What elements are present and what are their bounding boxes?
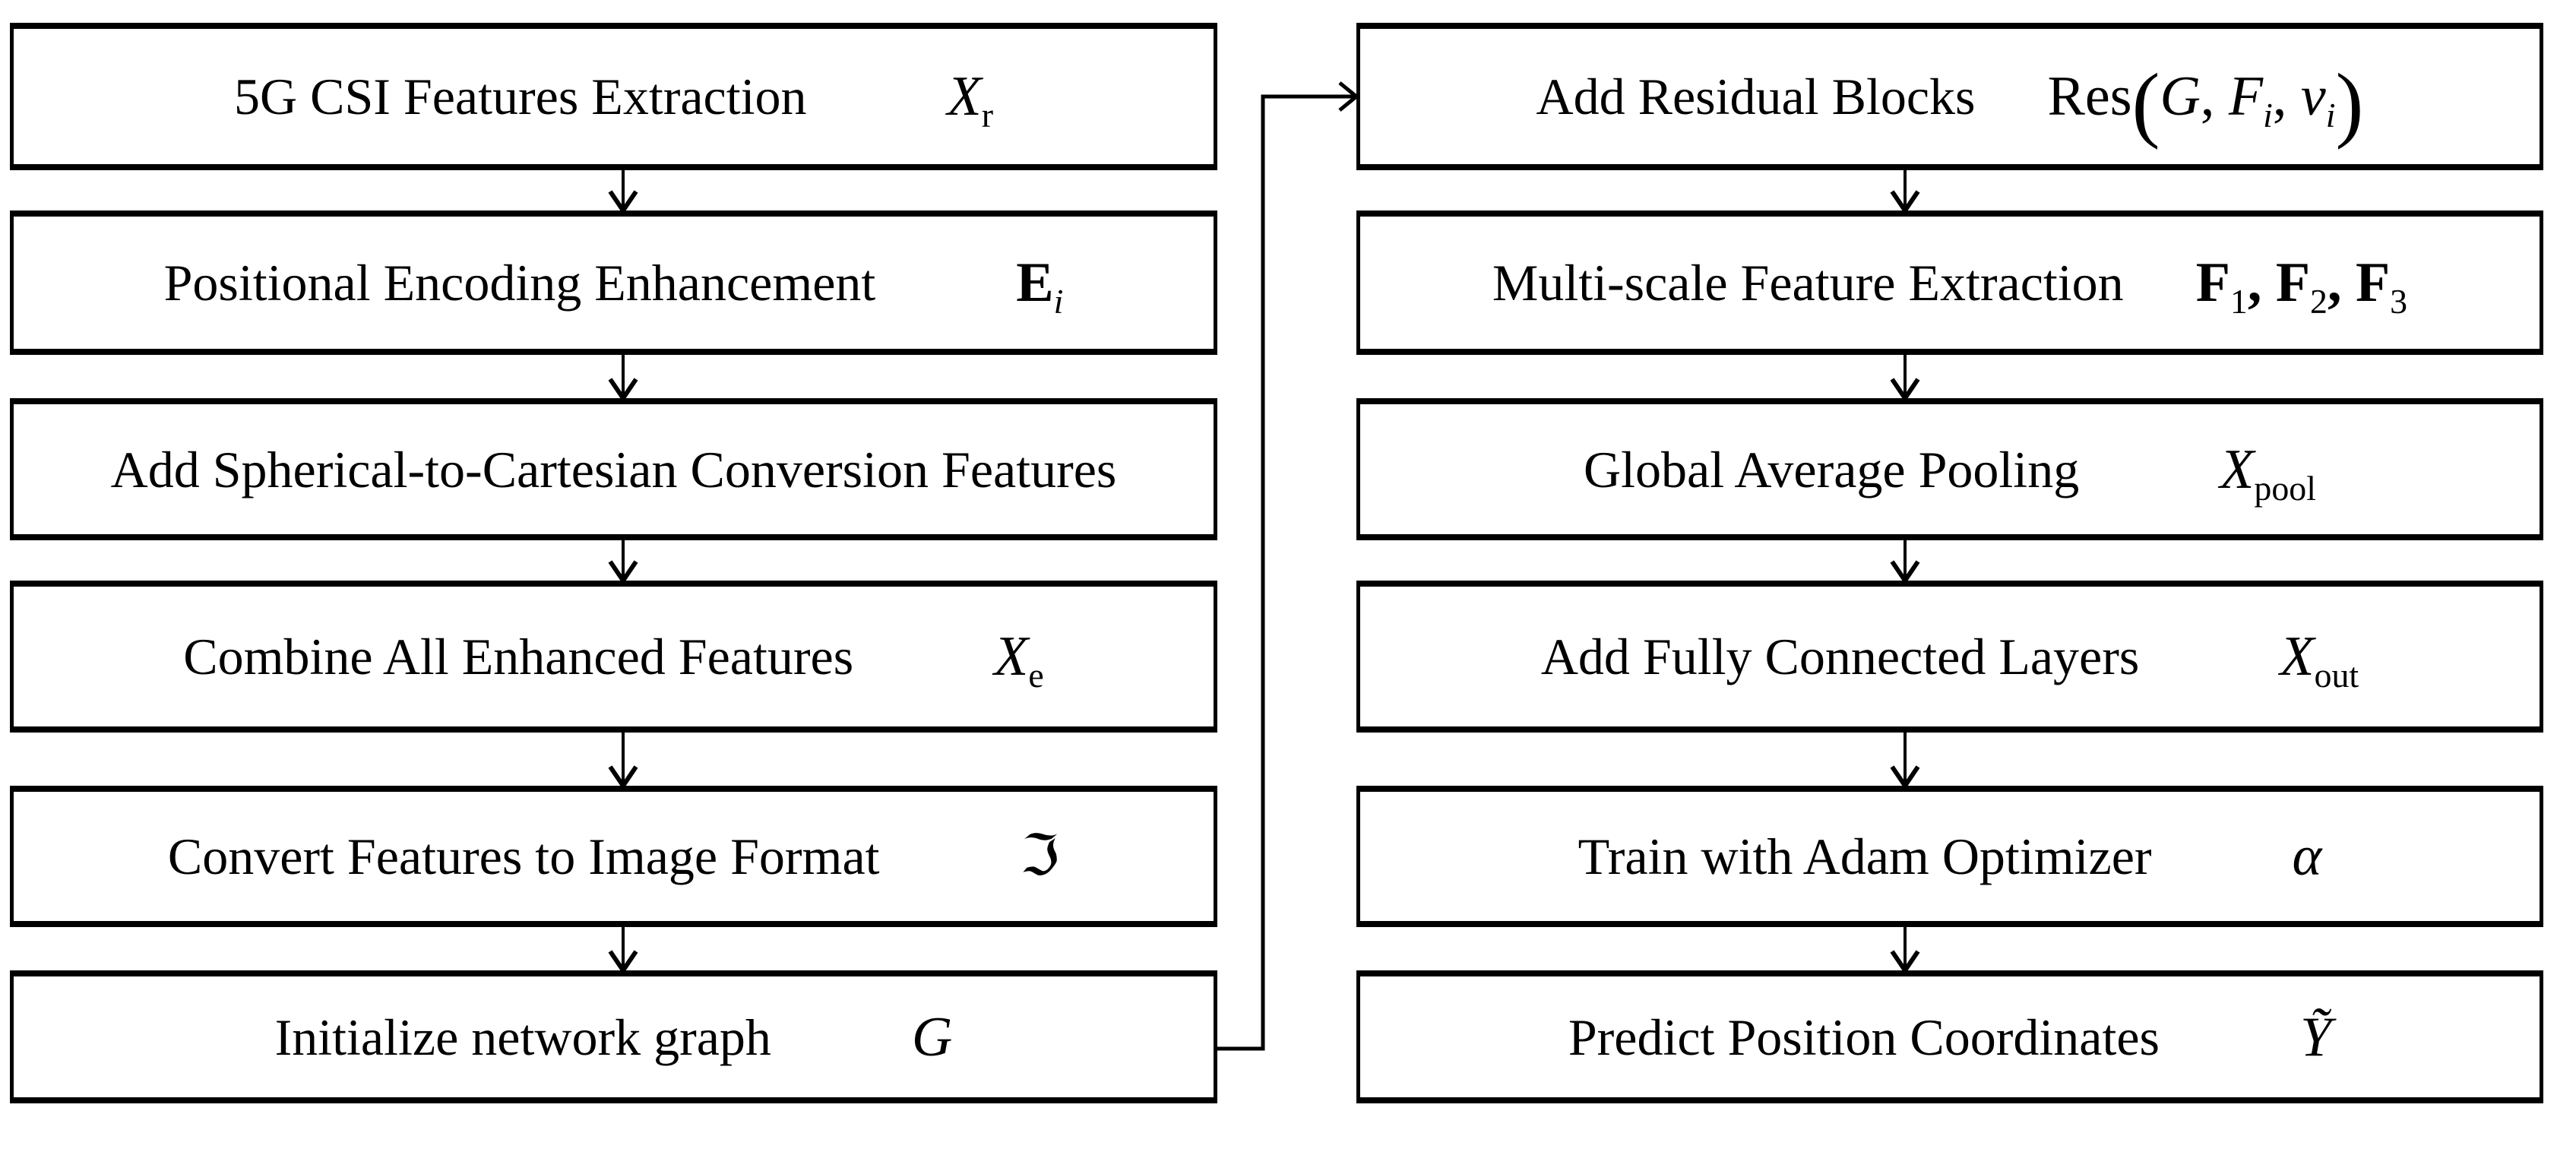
box-symbol: Xout (2280, 625, 2359, 695)
box-symbol: Res(G, Fi, vi) (2047, 57, 2364, 150)
box-symbol: Xpool (2220, 438, 2316, 508)
box-init-network-graph: Initialize network graph G (10, 970, 1217, 1103)
feedback-connector-line (1217, 94, 1356, 1051)
box-symbol: G (911, 1005, 953, 1068)
box-label: Predict Position Coordinates (1568, 1008, 2160, 1066)
box-adam-training: Train with Adam Optimizer α (1356, 786, 2543, 927)
box-symbol: Xe (994, 625, 1044, 695)
box-symbol: Xr (947, 65, 993, 135)
box-symbol: ℑ (1020, 825, 1060, 888)
box-label: Convert Features to Image Format (167, 828, 880, 885)
box-positional-encoding: Positional Encoding Enhancement Ei (10, 210, 1217, 355)
box-label: Combine All Enhanced Features (183, 628, 854, 685)
box-label: Train with Adam Optimizer (1578, 828, 2152, 885)
box-symbol: F1, F2, F3 (2195, 252, 2408, 321)
box-label: Positional Encoding Enhancement (163, 254, 876, 312)
box-combine-features: Combine All Enhanced Features Xe (10, 581, 1217, 733)
box-csi-extraction: 5G CSI Features Extraction Xr (10, 23, 1217, 170)
box-image-format: Convert Features to Image Format ℑ (10, 786, 1217, 927)
box-fully-connected-layers: Add Fully Connected Layers Xout (1356, 581, 2543, 733)
box-label: Multi-scale Feature Extraction (1492, 254, 2124, 312)
box-label: 5G CSI Features Extraction (234, 68, 807, 125)
box-label: Add Fully Connected Layers (1540, 628, 2140, 685)
box-label: Add Residual Blocks (1536, 68, 1976, 125)
box-label: Global Average Pooling (1584, 440, 2080, 498)
box-predict-coordinates: Predict Position Coordinates Ỹ (1356, 970, 2543, 1103)
box-residual-blocks: Add Residual Blocks Res(G, Fi, vi) (1356, 23, 2543, 170)
box-symbol: α (2292, 825, 2322, 888)
box-spherical-conversion: Add Spherical-to-Cartesian Conversion Fe… (10, 398, 1217, 540)
box-symbol: Ỹ (2300, 1005, 2332, 1068)
box-label: Add Spherical-to-Cartesian Conversion Fe… (110, 440, 1117, 498)
box-multiscale-extraction: Multi-scale Feature Extraction F1, F2, F… (1356, 210, 2543, 355)
box-global-average-pooling: Global Average Pooling Xpool (1356, 398, 2543, 540)
box-label: Initialize network graph (274, 1008, 771, 1066)
box-symbol: Ei (1016, 252, 1064, 321)
